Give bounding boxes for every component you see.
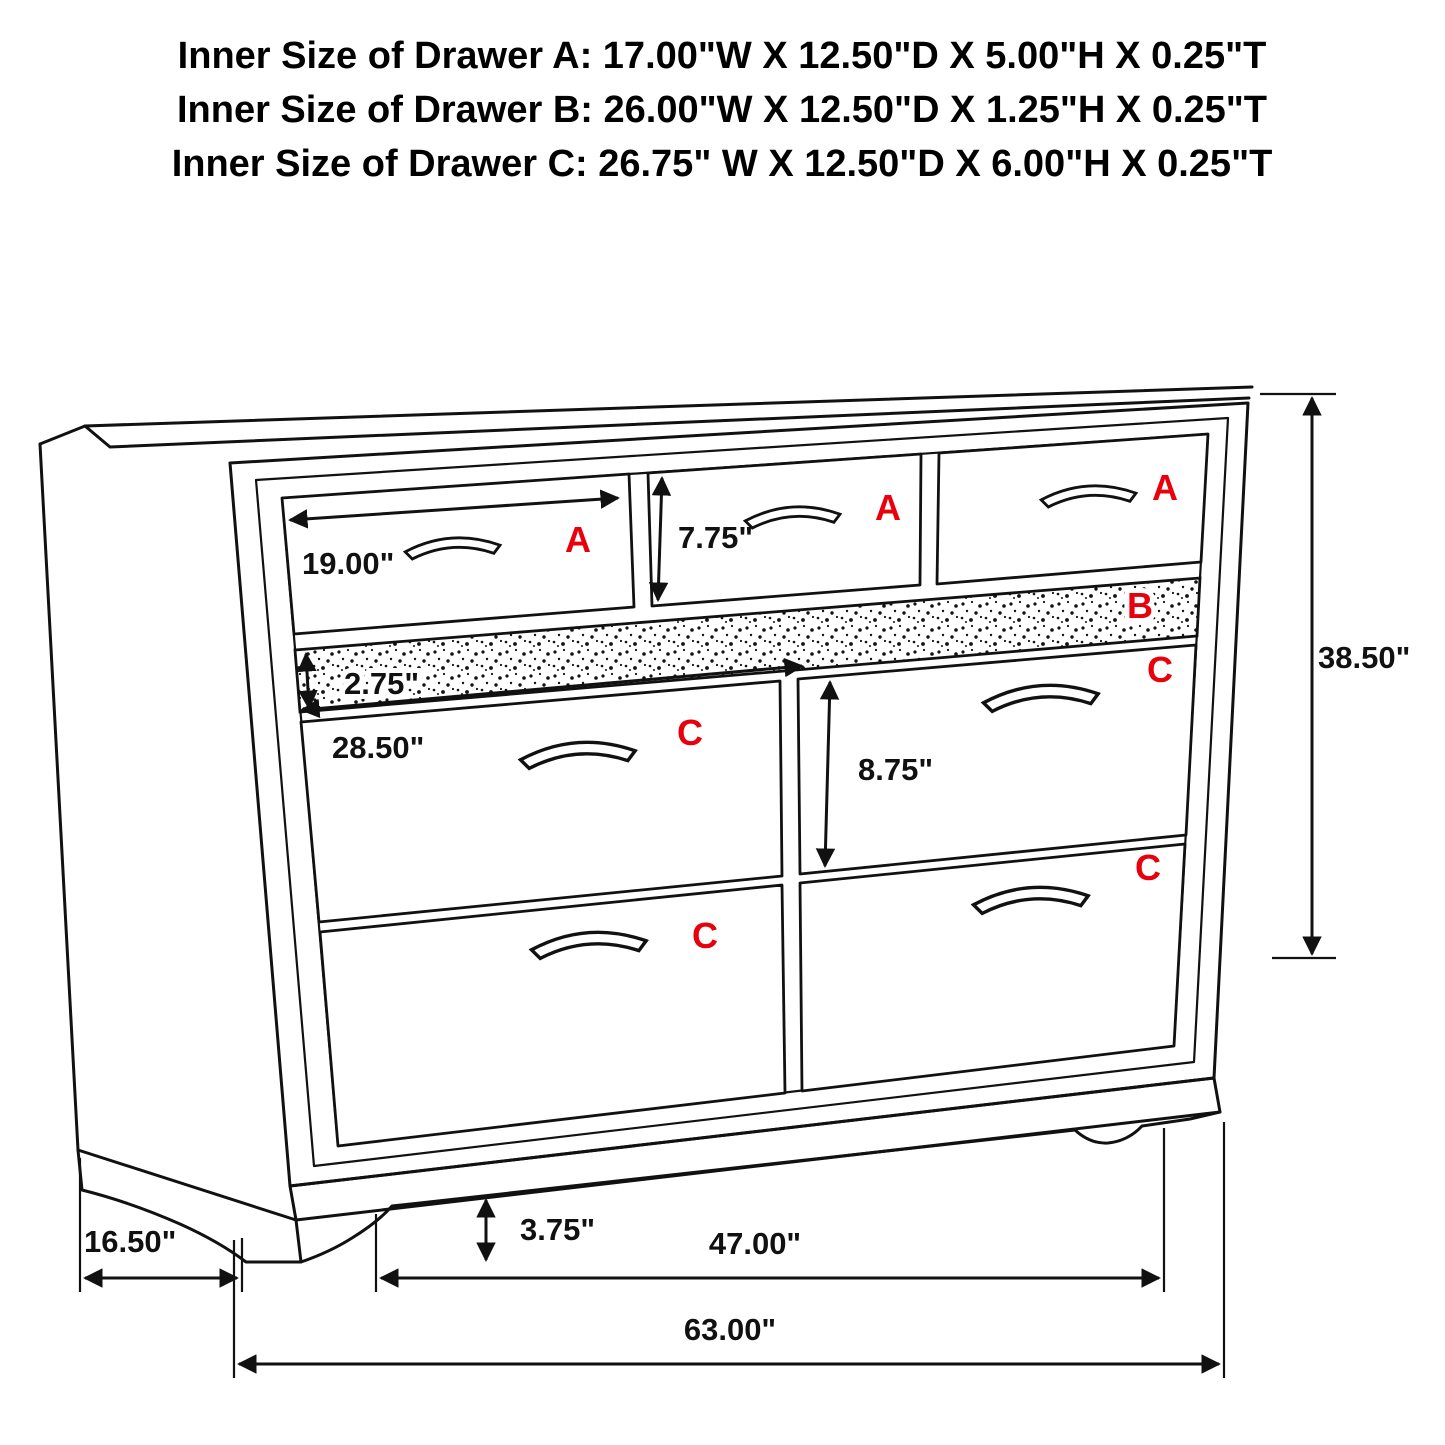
dim-a-height-label: 7.75" — [678, 520, 753, 555]
drawer-a1-label: A — [565, 519, 591, 560]
drawer-c-bottom-right-front — [798, 842, 1187, 1093]
dresser-outline — [38, 385, 1254, 1264]
dim-depth-extension-lines — [78, 1158, 244, 1292]
drawer-c-bottom-left-label: C — [692, 915, 718, 956]
dresser-top-front-edge — [83, 396, 1251, 449]
dim-a-width-arrow — [288, 489, 620, 529]
drawer-c-bottom-left-front — [318, 883, 787, 1148]
drawer-c-top-left-label: C — [677, 712, 703, 753]
dim-c-width-arrow — [300, 657, 804, 719]
header-line-b: Inner Size of Drawer B: 26.00"W X 12.50"… — [177, 89, 1267, 131]
dim-overall-height-extension-lines — [1260, 392, 1336, 960]
drawer-a2-label: A — [875, 487, 901, 528]
drawer-c-bottom-right-label: C — [1135, 847, 1161, 888]
dresser-left-side-bottom-edge — [76, 1148, 298, 1222]
header-line-a: Inner Size of Drawer A: 17.00"W X 12.50"… — [178, 35, 1267, 77]
dim-inner-span-label: 47.00" — [709, 1226, 801, 1261]
front-skirt-and-feet — [294, 1110, 1222, 1264]
dim-a-width-label: 19.00" — [302, 546, 394, 581]
dim-a-height-arrow — [648, 476, 672, 602]
front-frame-bevel — [254, 416, 1230, 1168]
drawer-letter-labels: A A A B C C C C — [565, 467, 1178, 956]
dim-overall-width-extension-lines — [232, 1122, 1226, 1378]
dresser-left-side-edge — [38, 442, 80, 1152]
dim-inner-span-extension-lines — [374, 1128, 1166, 1292]
header: Inner Size of Drawer A: 17.00"W X 12.50"… — [172, 35, 1273, 185]
drawer-a3-front — [935, 432, 1210, 586]
dim-overall-width-label: 63.00" — [684, 1312, 776, 1347]
drawer-c-top-right-front — [796, 643, 1198, 876]
dim-c-width-label: 28.50" — [332, 730, 424, 765]
dim-c-height-arrow — [815, 680, 840, 868]
drawer-c-top-right-label: C — [1147, 649, 1173, 690]
dimension-annotations: 19.00" 7.75" 2.75" 28.50" 8.75" 38.50" 3… — [78, 392, 1410, 1378]
drawer-a3-label: A — [1152, 467, 1178, 508]
drawers — [280, 432, 1210, 1148]
dim-c-height-label: 8.75" — [858, 752, 933, 787]
dim-overall-height-label: 38.50" — [1318, 640, 1410, 675]
dim-foot-height-label: 3.75" — [520, 1212, 595, 1247]
header-line-c: Inner Size of Drawer C: 26.75" W X 12.50… — [172, 143, 1273, 185]
side-skirt-and-foot — [76, 1148, 303, 1264]
drawer-b-label: B — [1127, 585, 1153, 626]
dim-b-height-label: 2.75" — [344, 666, 419, 701]
dim-depth-label: 16.50" — [84, 1224, 176, 1259]
